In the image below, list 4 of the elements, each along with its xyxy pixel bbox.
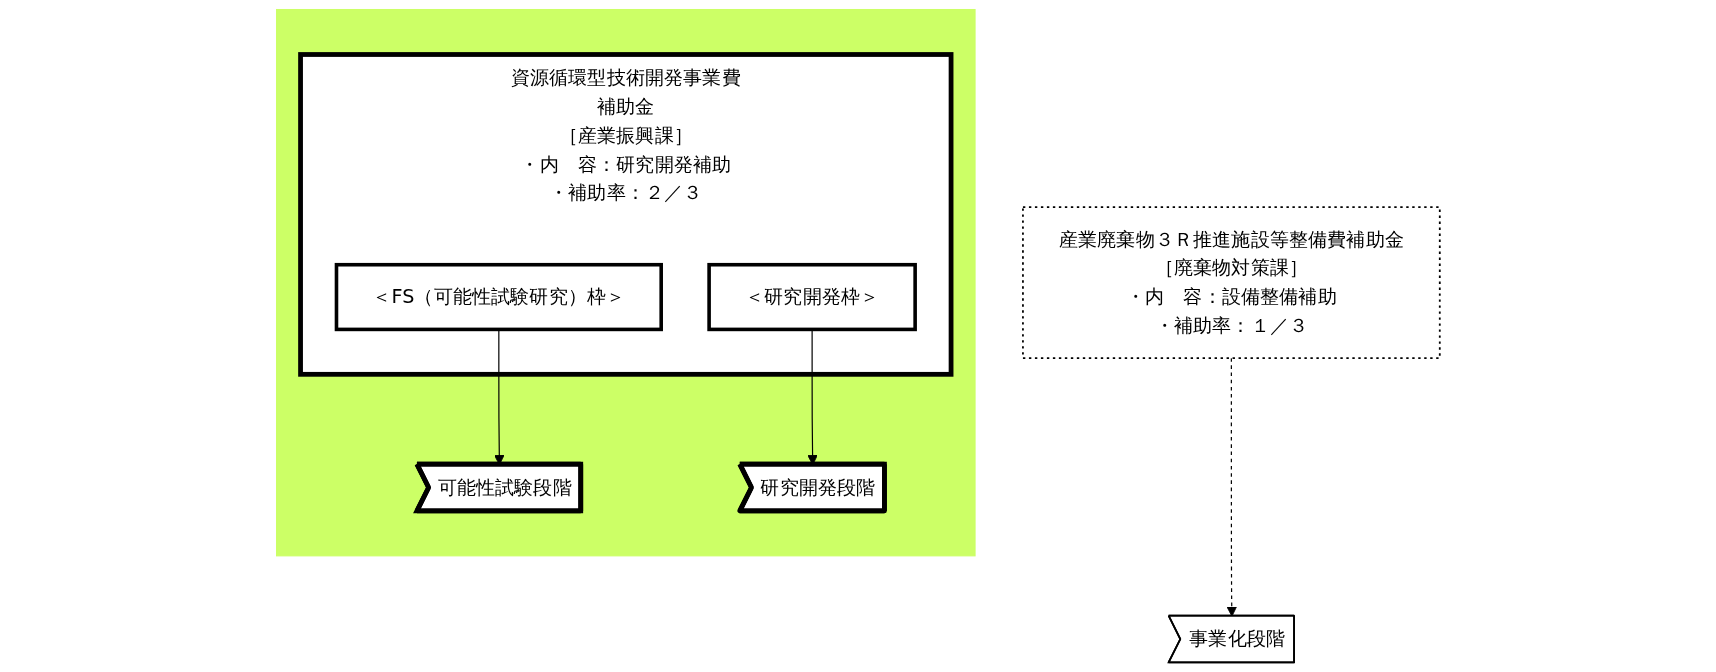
cluster	[275, 9, 976, 557]
node-box: ＜研究開発枠＞	[707, 262, 917, 332]
node-box: ＜FS（可能性試験研究）枠＞	[334, 262, 663, 332]
node-box: 産業廃棄物３Ｒ推進施設等整備費補助金 ［廃棄物対策課］ ・内 容：設備整備補助 ・補助率：１／３	[1021, 206, 1441, 360]
